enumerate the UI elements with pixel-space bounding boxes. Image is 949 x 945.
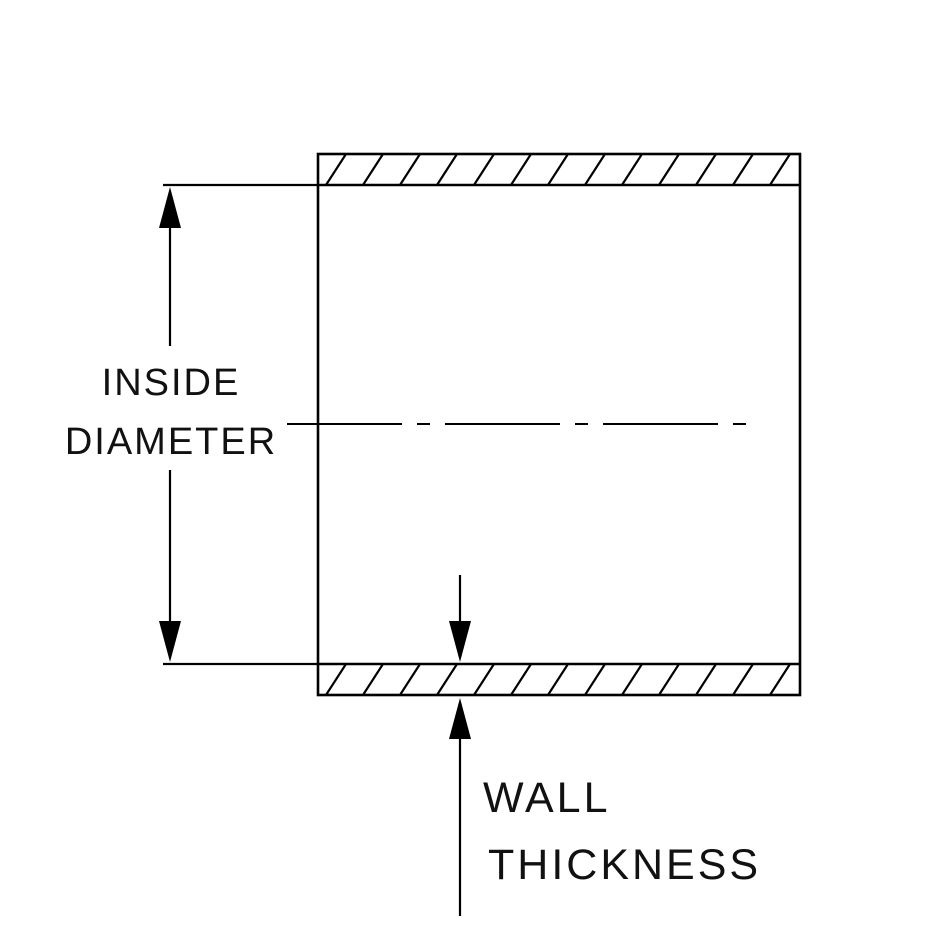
wall-thickness-label-line2: THICKNESS: [488, 841, 761, 889]
arrow-up-icon: [159, 187, 181, 228]
top-wall-hatch: [318, 154, 800, 185]
arrow-down-icon: [449, 621, 471, 662]
inside-diameter-label-line2: DIAMETER: [65, 421, 277, 463]
arrow-up-icon: [449, 698, 471, 739]
wall-thickness-dimension: WALL THICKNESS: [449, 575, 761, 916]
inside-diameter-label-line1: INSIDE: [102, 362, 241, 404]
arrow-down-icon: [159, 621, 181, 662]
inside-diameter-dimension: INSIDE DIAMETER: [65, 183, 318, 666]
bottom-wall-hatch: [318, 664, 800, 695]
tube-body: [287, 152, 802, 697]
wall-thickness-label-line1: WALL: [483, 774, 611, 822]
